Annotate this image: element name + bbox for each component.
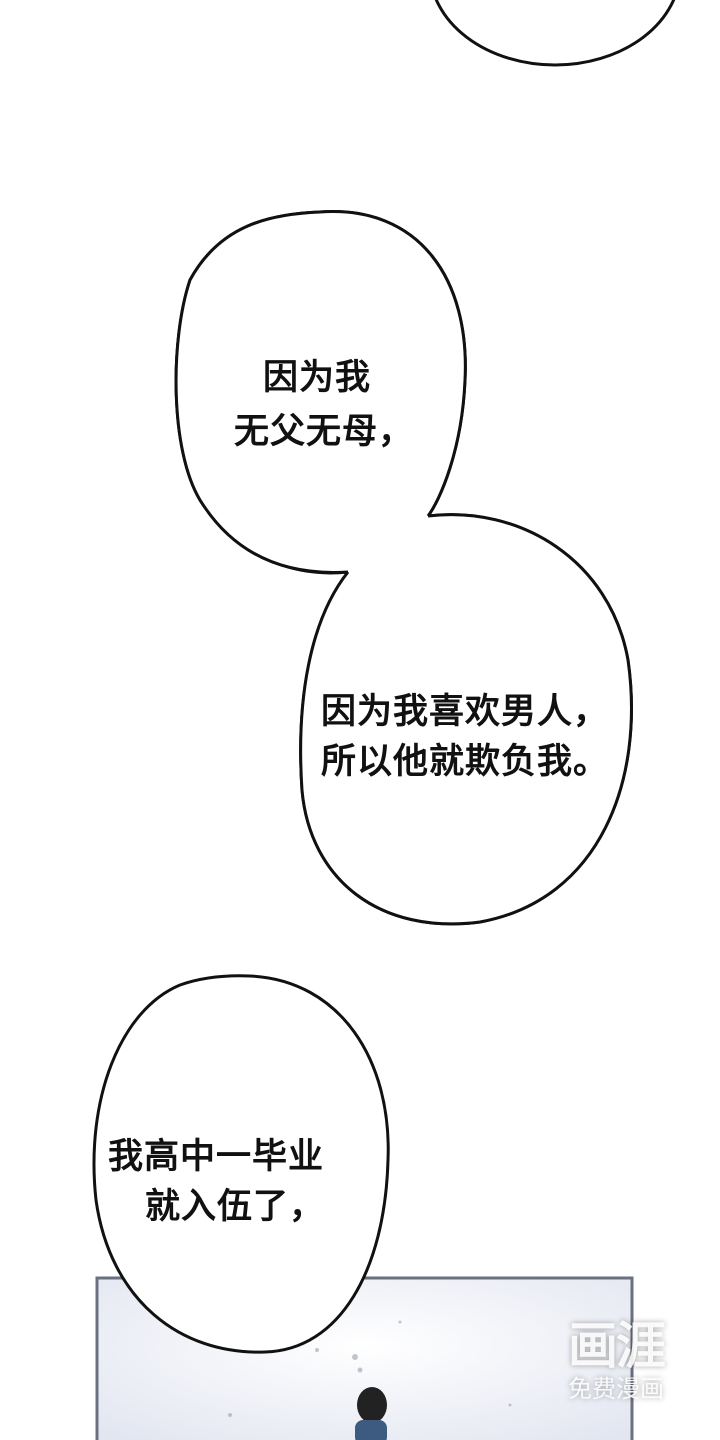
bubble-1-line-2: 无父无母， bbox=[234, 412, 415, 452]
bubble-2-line-2: 所以他就欺负我。 bbox=[321, 742, 610, 782]
watermark-subtitle: 免费漫画 bbox=[568, 1375, 664, 1403]
bubble-3-line-2: 就入伍了， bbox=[145, 1187, 326, 1227]
character-figure bbox=[355, 1387, 387, 1440]
speech-bubble-partial bbox=[434, 0, 676, 67]
watermark-logo: 画涯 bbox=[568, 1317, 666, 1375]
snow-particles bbox=[228, 1320, 512, 1417]
bubble-2-line-1: 因为我喜欢男人， bbox=[321, 692, 610, 732]
bubble-3-line-1: 我高中一毕业 bbox=[108, 1137, 325, 1177]
speech-bubble bbox=[92, 974, 390, 1354]
bubble-1-line-1: 因为我 bbox=[263, 358, 372, 398]
speech-bubble-group bbox=[174, 210, 633, 926]
watermark: 画涯 免费漫画 bbox=[568, 1317, 666, 1404]
